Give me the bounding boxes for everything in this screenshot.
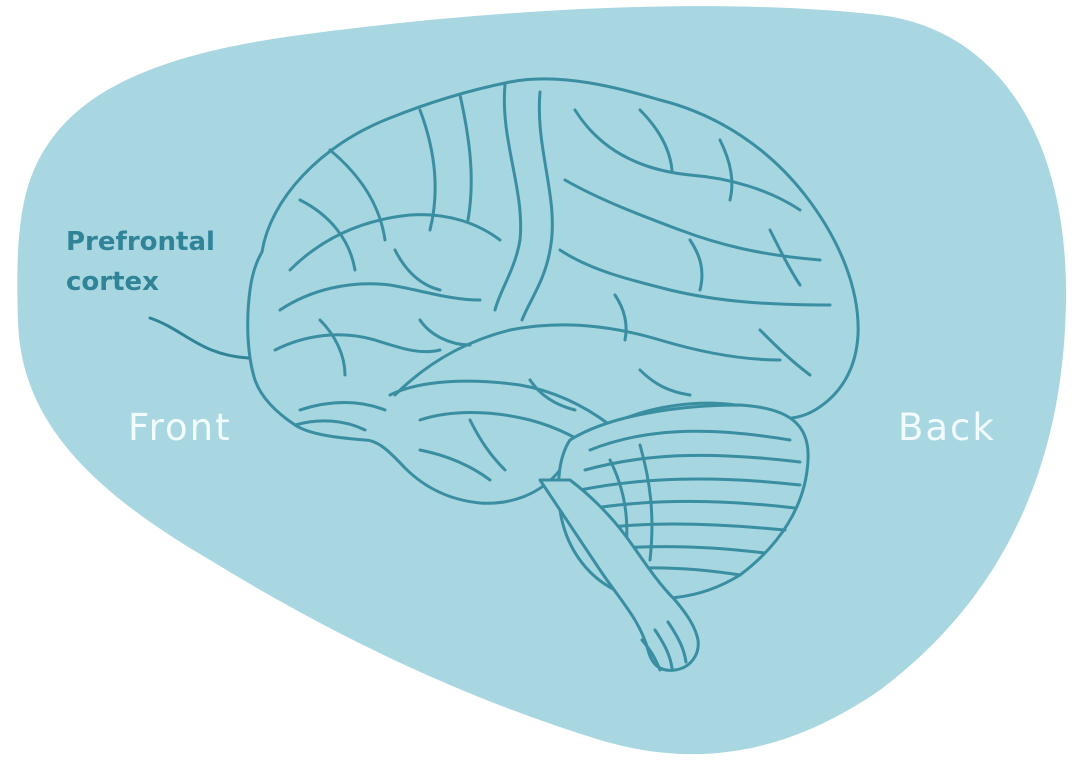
prefrontal-label-line1: Prefrontal <box>66 222 266 262</box>
prefrontal-label-line2: cortex <box>66 262 266 302</box>
back-label: Back <box>898 406 996 449</box>
front-label: Front <box>128 406 232 449</box>
prefrontal-cortex-label: Prefrontal cortex <box>66 222 266 302</box>
